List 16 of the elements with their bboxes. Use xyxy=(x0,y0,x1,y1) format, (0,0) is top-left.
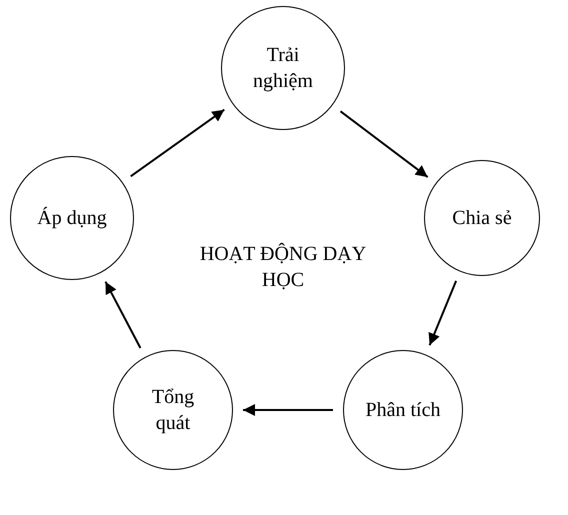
node-label: Tổng quát xyxy=(150,385,196,436)
arrow xyxy=(340,110,428,178)
circle-node xyxy=(113,350,233,470)
arrow xyxy=(130,108,225,178)
node-label: Chia sẻ xyxy=(451,206,513,231)
arrow xyxy=(243,404,333,416)
arrow xyxy=(428,280,458,346)
circle-node xyxy=(10,156,134,280)
node-label: Phân tích xyxy=(364,398,442,423)
arrow xyxy=(104,281,142,348)
node-label: Trải nghiệm xyxy=(252,43,314,94)
circle-node xyxy=(221,6,345,130)
circle-node xyxy=(424,160,540,276)
circle-node xyxy=(343,350,463,470)
node-label: Áp dụng xyxy=(36,206,108,231)
center-label: HOẠT ĐỘNG DẠY HỌC xyxy=(198,242,368,293)
